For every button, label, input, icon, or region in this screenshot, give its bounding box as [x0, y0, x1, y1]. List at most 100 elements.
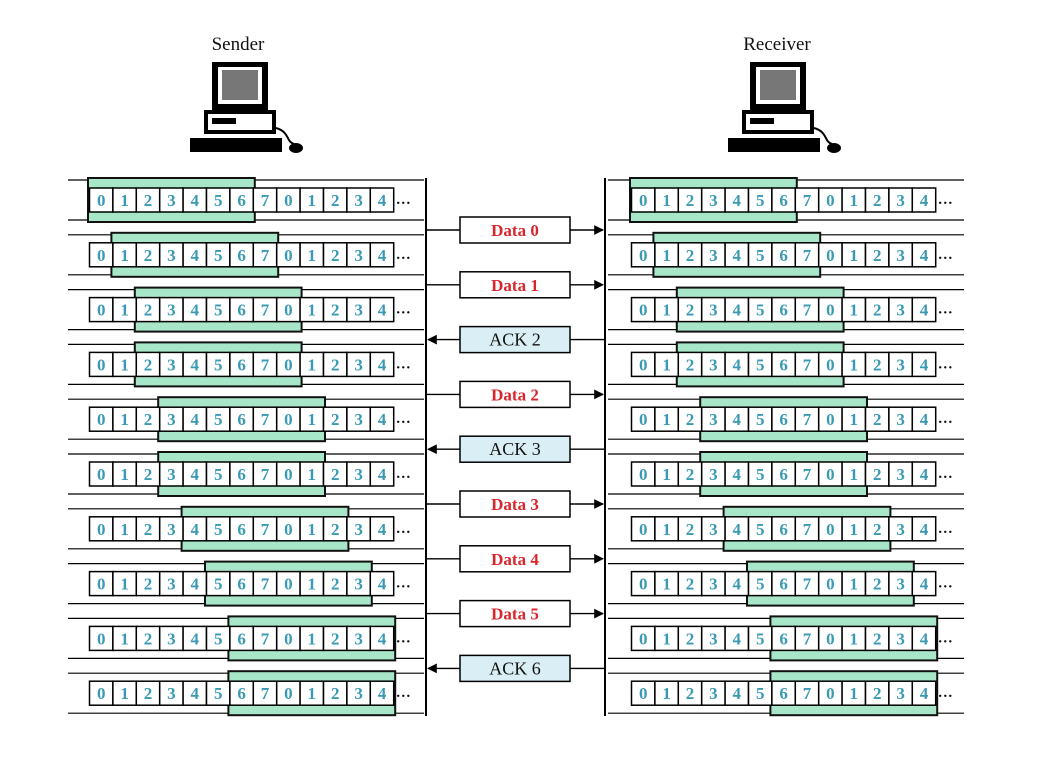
- sequence-number: 2: [873, 246, 882, 265]
- sequence-number: 7: [261, 520, 270, 539]
- sequence-number: 0: [639, 575, 648, 594]
- sequence-number: 6: [779, 410, 788, 429]
- continuation-ellipsis: …: [396, 466, 411, 482]
- sequence-number: 1: [120, 355, 129, 374]
- sequence-number: 4: [191, 191, 200, 210]
- sequence-number: 3: [354, 575, 363, 594]
- continuation-ellipsis: …: [396, 411, 411, 427]
- message-label: Data 2: [491, 385, 539, 404]
- sequence-number: 4: [191, 684, 200, 703]
- sequence-number: 2: [686, 629, 695, 648]
- sequence-number: 1: [662, 575, 671, 594]
- sequence-number: 3: [709, 355, 718, 374]
- sequence-cell: [369, 625, 395, 652]
- data-message: Data 4: [427, 545, 604, 573]
- sequence-number: 4: [920, 575, 929, 594]
- keyboard: [190, 138, 282, 152]
- sequence-number: 7: [261, 575, 270, 594]
- sequence-number: 3: [896, 629, 905, 648]
- sequence-cell: [369, 242, 395, 268]
- ack-message: ACK 2: [427, 325, 604, 354]
- sequence-number: 6: [779, 465, 788, 484]
- sequence-number: 1: [308, 684, 317, 703]
- sequence-number: 0: [826, 191, 835, 210]
- message-label: ACK 3: [489, 439, 541, 459]
- sequence-number: 1: [308, 355, 317, 374]
- continuation-ellipsis: …: [396, 685, 411, 701]
- sequence-number: 1: [308, 575, 317, 594]
- sequence-number: 0: [97, 684, 106, 703]
- sequence-number: 0: [639, 246, 648, 265]
- sequence-number: 4: [191, 301, 200, 320]
- sequence-number: 2: [873, 684, 882, 703]
- sequence-number: 1: [850, 301, 859, 320]
- sequence-number: 7: [261, 246, 270, 265]
- sequence-number: 0: [639, 520, 648, 539]
- sequence-number: 0: [826, 629, 835, 648]
- sequence-number: 1: [120, 629, 129, 648]
- sequence-number: 7: [261, 465, 270, 484]
- data-message: Data 0: [427, 216, 604, 244]
- sequence-number: 4: [191, 410, 200, 429]
- sequence-number: 3: [709, 410, 718, 429]
- sequence-number: 7: [261, 191, 270, 210]
- sequence-number: 4: [191, 520, 200, 539]
- sequence-cell: [911, 625, 937, 652]
- sequence-number: 1: [308, 629, 317, 648]
- sequence-number: 7: [803, 465, 812, 484]
- sequence-number: 3: [354, 191, 363, 210]
- sequence-number: 3: [354, 301, 363, 320]
- sequence-number: 5: [756, 191, 765, 210]
- sequence-number: 2: [144, 465, 153, 484]
- sequence-number: 6: [779, 191, 788, 210]
- sequence-number: 1: [662, 301, 671, 320]
- data-message: Data 2: [427, 380, 604, 409]
- sequence-number: 6: [237, 246, 246, 265]
- message-label: Data 0: [491, 221, 539, 240]
- sequence-number: 0: [826, 246, 835, 265]
- sequence-number: 1: [120, 246, 129, 265]
- sequence-number: 6: [237, 191, 246, 210]
- sequence-number: 2: [873, 410, 882, 429]
- sequence-number: 5: [756, 410, 765, 429]
- sequence-number: 4: [191, 629, 200, 648]
- sequence-cell: [369, 406, 395, 432]
- continuation-ellipsis: …: [938, 302, 953, 318]
- sequence-number: 6: [237, 629, 246, 648]
- sequence-number: 6: [237, 575, 246, 594]
- ack-message: ACK 3: [427, 435, 604, 463]
- sequence-number: 2: [331, 575, 340, 594]
- sequence-number: 4: [378, 355, 387, 374]
- sequence-number: 1: [850, 520, 859, 539]
- continuation-ellipsis: …: [938, 247, 953, 263]
- sequence-number: 2: [873, 520, 882, 539]
- sequence-number: 0: [826, 684, 835, 703]
- screen-shade: [760, 70, 796, 100]
- message-box: [459, 599, 571, 628]
- mouse: [827, 143, 841, 153]
- sequence-number: 6: [779, 629, 788, 648]
- message-label: Data 3: [491, 495, 539, 514]
- sequence-number: 7: [803, 301, 812, 320]
- sequence-number: 0: [97, 355, 106, 374]
- sequence-number: 3: [896, 246, 905, 265]
- sequence-number: 2: [686, 575, 695, 594]
- message-label: Data 5: [491, 605, 539, 624]
- receiver-label: Receiver: [743, 34, 811, 55]
- sequence-number: 6: [237, 520, 246, 539]
- sequence-number: 0: [639, 629, 648, 648]
- message-box: [459, 380, 571, 409]
- sequence-number: 4: [733, 684, 742, 703]
- sequence-number: 5: [214, 465, 223, 484]
- sequence-number: 0: [284, 684, 293, 703]
- sequence-number: 4: [733, 301, 742, 320]
- sequence-number: 4: [733, 520, 742, 539]
